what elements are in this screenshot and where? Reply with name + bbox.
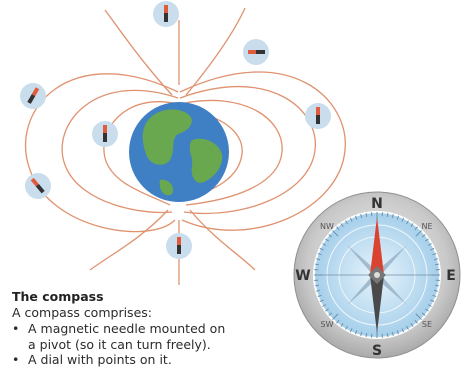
bullet-marker: • bbox=[12, 352, 19, 367]
field-line bbox=[186, 8, 245, 95]
compass-badge bbox=[20, 83, 46, 109]
compass-badge bbox=[92, 121, 118, 147]
compass-badge bbox=[243, 39, 269, 65]
compass-tick bbox=[435, 285, 439, 286]
compass-nw-label: NW bbox=[320, 222, 334, 231]
compass-w-label: W bbox=[295, 268, 310, 284]
field-line bbox=[190, 210, 255, 270]
intro-text: A compass comprises: bbox=[12, 305, 152, 320]
earth bbox=[129, 102, 229, 202]
compass-badge bbox=[153, 1, 179, 27]
compass-tick bbox=[435, 264, 439, 265]
compass-e-label: E bbox=[446, 268, 456, 284]
compass-badge bbox=[25, 173, 51, 199]
compass-tick bbox=[315, 264, 319, 265]
field-line bbox=[90, 210, 168, 270]
compass-tick bbox=[366, 333, 367, 337]
compass-ne-label: NE bbox=[421, 222, 432, 231]
section-title: The compass bbox=[12, 289, 104, 304]
compass-se-label: SE bbox=[422, 320, 432, 329]
compass-badge bbox=[166, 233, 192, 259]
compass-n-label: N bbox=[371, 196, 383, 212]
compass-s-label: S bbox=[372, 343, 382, 359]
compass-tick bbox=[387, 213, 388, 217]
compass-badge bbox=[305, 103, 331, 129]
compass-tick bbox=[366, 213, 367, 217]
bullet2-line1: A dial with points on it. bbox=[28, 352, 172, 367]
bullet-marker: • bbox=[12, 321, 19, 336]
compass-tick bbox=[387, 333, 388, 337]
bullet1-line1: A magnetic needle mounted on bbox=[28, 321, 225, 336]
compass: N S E W NE SE SW NW bbox=[294, 192, 460, 359]
bullet1-line2: a pivot (so it can turn freely). bbox=[28, 337, 211, 352]
compass-sw-label: SW bbox=[321, 320, 334, 329]
compass-tick bbox=[315, 285, 319, 286]
